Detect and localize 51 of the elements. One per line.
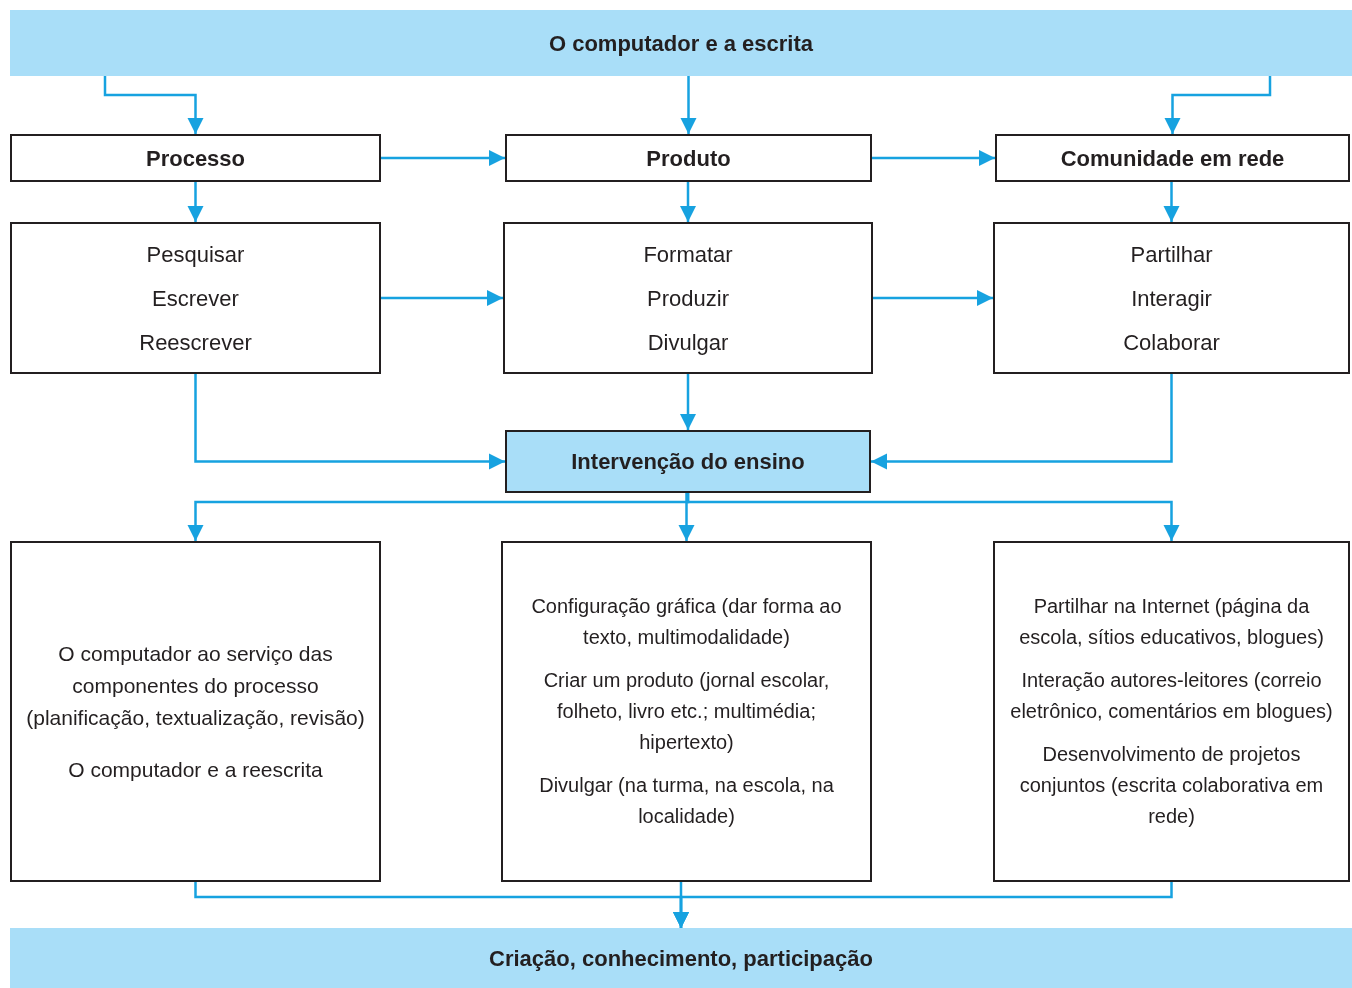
arrow: [1164, 76, 1272, 134]
heading-text: Produto: [646, 144, 731, 173]
category-box: [505, 134, 872, 182]
category-box: [995, 134, 1350, 182]
title: O computador e a escrita: [548, 29, 814, 58]
list-item: Interagir: [1131, 284, 1212, 313]
category-box: [10, 134, 381, 182]
arrow: [103, 76, 204, 134]
conclusion-text: Criação, conhecimento, participação: [489, 944, 873, 973]
list-box: [10, 222, 381, 374]
heading-text: Processo: [145, 144, 246, 173]
paragraph: Interação autores-leitores (correio eletrônico, comentários em blogues): [1009, 668, 1334, 724]
arrow: [673, 882, 1173, 928]
list-item: Escrever: [152, 284, 239, 313]
list-box: [993, 222, 1350, 374]
paragraph: Desenvolvimento de projetos conjuntos (escrita colaborativa em rede): [1018, 742, 1325, 829]
arrow: [686, 493, 1180, 541]
header-band: [10, 10, 1352, 76]
description-box: [501, 541, 872, 882]
list-item: Formatar: [643, 240, 733, 269]
highlight-box: [505, 430, 871, 493]
list-item: Partilhar: [1130, 240, 1213, 269]
arrow: [680, 76, 697, 134]
paragraph: Divulgar (na turma, na escola, na localidade): [538, 773, 835, 829]
heading-text: Comunidade em rede: [1060, 144, 1285, 173]
arrow: [678, 493, 695, 541]
arrow: [1163, 182, 1180, 222]
arrow: [187, 182, 204, 222]
paragraph: O computador e a reescrita: [68, 756, 323, 783]
paragraph: Partilhar na Internet (página da escola, sítios educativos, blogues): [1018, 594, 1325, 650]
arrow: [872, 150, 995, 166]
arrow: [381, 150, 505, 166]
paragraph: O computador ao serviço das componentes do processo (planificação, textualização, revisão): [25, 640, 366, 731]
list-box: [503, 222, 873, 374]
arrow: [381, 290, 503, 306]
list-item: Pesquisar: [146, 240, 245, 269]
header-band: [10, 928, 1352, 988]
arrow: [680, 182, 696, 222]
list-item: Divulgar: [647, 328, 729, 357]
heading-text: Intervenção do ensino: [571, 448, 805, 476]
arrow: [873, 290, 993, 306]
description-box: [993, 541, 1350, 882]
list-item: Colaborar: [1123, 328, 1220, 357]
paragraph: Criar um produto (jornal escolar, folheto, livro etc.; multimédia; hipertexto): [542, 668, 831, 755]
arrow: [871, 374, 1173, 470]
paragraph: Configuração gráfica (dar forma ao texto, multimodalidade): [530, 594, 843, 650]
arrow: [680, 374, 696, 430]
list-item: Produzir: [647, 284, 729, 313]
description-box: [10, 541, 381, 882]
arrow: [194, 374, 505, 470]
list-item: Reescrever: [139, 328, 252, 357]
